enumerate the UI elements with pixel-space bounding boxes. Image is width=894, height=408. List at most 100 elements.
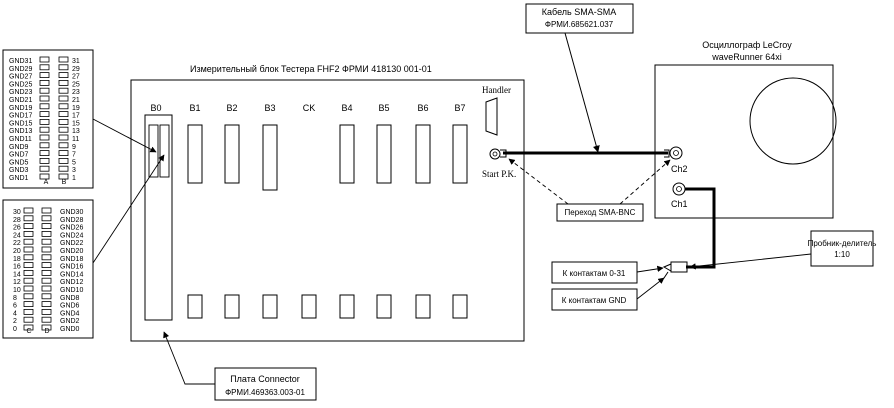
start-pk-connector [489, 148, 501, 160]
bottom_pinout-pad [23, 207, 34, 214]
bottom_pinout-pad [23, 254, 34, 261]
top_pinout-pad [39, 150, 50, 157]
slot-card-top-b4 [339, 124, 355, 184]
oscilloscope-screen [749, 77, 837, 165]
slot-label-b6: B6 [417, 103, 428, 113]
top_pinout-right-label: 15 [72, 120, 80, 127]
slot-card-bottom-b7 [452, 294, 468, 319]
top_pinout-left-label: GND31 [9, 58, 32, 65]
bottom_pinout-right-label: GND20 [60, 248, 83, 255]
ch1-label: Ch1 [671, 199, 688, 209]
top_pinout-left-label: GND5 [9, 159, 29, 166]
top_pinout-right-label: 9 [72, 144, 76, 151]
top_pinout-pad [58, 72, 69, 78]
bottom_pinout-left-label: 24 [13, 232, 21, 239]
bottom_pinout-pad [41, 285, 52, 292]
bottom_pinout-left-label: 18 [13, 256, 21, 263]
bottom_pinout-right-label: GND8 [60, 295, 80, 302]
top_pinout-pad [58, 64, 69, 71]
top_pinout-pad [39, 119, 50, 125]
contacts-gnd-pointer [636, 277, 665, 300]
ch2-connector [669, 146, 683, 160]
ch2-label: Ch2 [671, 164, 688, 174]
top_pinout-pad [39, 72, 50, 78]
bottom_pinout-left-label: 20 [13, 248, 21, 255]
cable-plug-left [500, 149, 507, 158]
bottom_pinout-left-label: 2 [13, 318, 17, 325]
top_pinout-pad [39, 134, 50, 141]
slot-label-b3: B3 [264, 103, 275, 113]
top_pinout-left-label: GND17 [9, 113, 32, 120]
cable-plug-right [664, 149, 670, 158]
start-pk-label: Start P.K. [482, 169, 516, 179]
top_pinout-pad [39, 157, 50, 164]
bottom-pinout-col-d: D [44, 328, 49, 335]
top_pinout-right-label: 11 [72, 136, 79, 143]
bottom_pinout-pad [41, 207, 52, 214]
probe-body [670, 261, 688, 273]
top_pinout-pad [58, 150, 69, 157]
top_pinout-pad [58, 134, 69, 141]
probe-label-box [810, 230, 874, 267]
top_pinout-pad [39, 56, 50, 63]
top_pinout-left-label: GND19 [9, 105, 32, 112]
top-pinout-col-a: A [44, 179, 49, 186]
connector-board-label-line1: Плата Connector [230, 374, 300, 384]
bottom_pinout-pad [23, 269, 34, 276]
top_pinout-pad [58, 119, 69, 125]
top_pinout-right-label: 5 [72, 159, 76, 166]
top_pinout-pad [39, 111, 50, 117]
bottom_pinout-right-label: GND14 [60, 271, 83, 278]
bottom_pinout-left-label: 10 [13, 287, 21, 294]
bottom_pinout-left-label: 8 [13, 295, 17, 302]
slot-card-bottom-b5 [376, 294, 392, 319]
bottom_pinout-right-label: GND0 [60, 326, 80, 333]
bottom_pinout-right-label: GND28 [60, 217, 83, 224]
top_pinout-left-label: GND9 [9, 144, 29, 151]
bottom_pinout-pad [41, 230, 52, 237]
slot-card-bottom-b2 [224, 294, 240, 319]
slot-card-top-b2 [224, 124, 240, 184]
bottom_pinout-pad [23, 308, 34, 315]
bottom_pinout-left-label: 14 [13, 271, 21, 278]
bottom_pinout-pad [41, 262, 52, 269]
top_pinout-pad [39, 173, 50, 180]
top_pinout-left-label: GND11 [9, 136, 32, 143]
bottom_pinout-pad [23, 246, 34, 253]
start-pk-connector-inner [492, 151, 498, 157]
cable-label-line2: ФРМИ.685621.037 [545, 20, 614, 29]
bottom_pinout-pad [23, 293, 34, 300]
contacts-gnd-box [551, 288, 638, 311]
adapter-pointer-right [619, 159, 671, 205]
bottom_pinout-pad [23, 316, 34, 323]
b0-socket-left [148, 124, 159, 178]
top_pinout-right-label: 19 [72, 105, 80, 112]
top-pinout-col-b: B [62, 179, 67, 186]
top_pinout-left-label: GND21 [9, 97, 32, 104]
top-pinout-pointer [92, 118, 157, 153]
top_pinout-pad [39, 95, 50, 102]
slot-card-top-b1 [187, 124, 203, 184]
adapter-pointer-left [508, 158, 569, 205]
probe-label-line2: 1:10 [834, 250, 850, 259]
bottom_pinout-right-label: GND22 [60, 240, 83, 247]
adapter-label-box [556, 203, 644, 222]
bottom_pinout-right-label: GND12 [60, 279, 83, 286]
bottom_pinout-pad [23, 223, 34, 230]
top_pinout-pad [58, 80, 69, 86]
bottom_pinout-right-label: GND6 [60, 303, 80, 310]
probe-cable [685, 187, 716, 269]
bottom_pinout-pad [23, 324, 34, 331]
bottom_pinout-left-label: 4 [13, 310, 17, 317]
bottom_pinout-pad [41, 215, 52, 222]
top_pinout-pad [58, 126, 69, 133]
top_pinout-right-label: 3 [72, 167, 76, 174]
top_pinout-pad [58, 111, 69, 117]
bottom_pinout-pad [23, 238, 34, 245]
bottom_pinout-pad [41, 316, 52, 323]
bottom_pinout-pad [41, 277, 52, 284]
bottom_pinout-left-label: 0 [13, 326, 17, 333]
slot-label-b0: B0 [150, 103, 161, 113]
